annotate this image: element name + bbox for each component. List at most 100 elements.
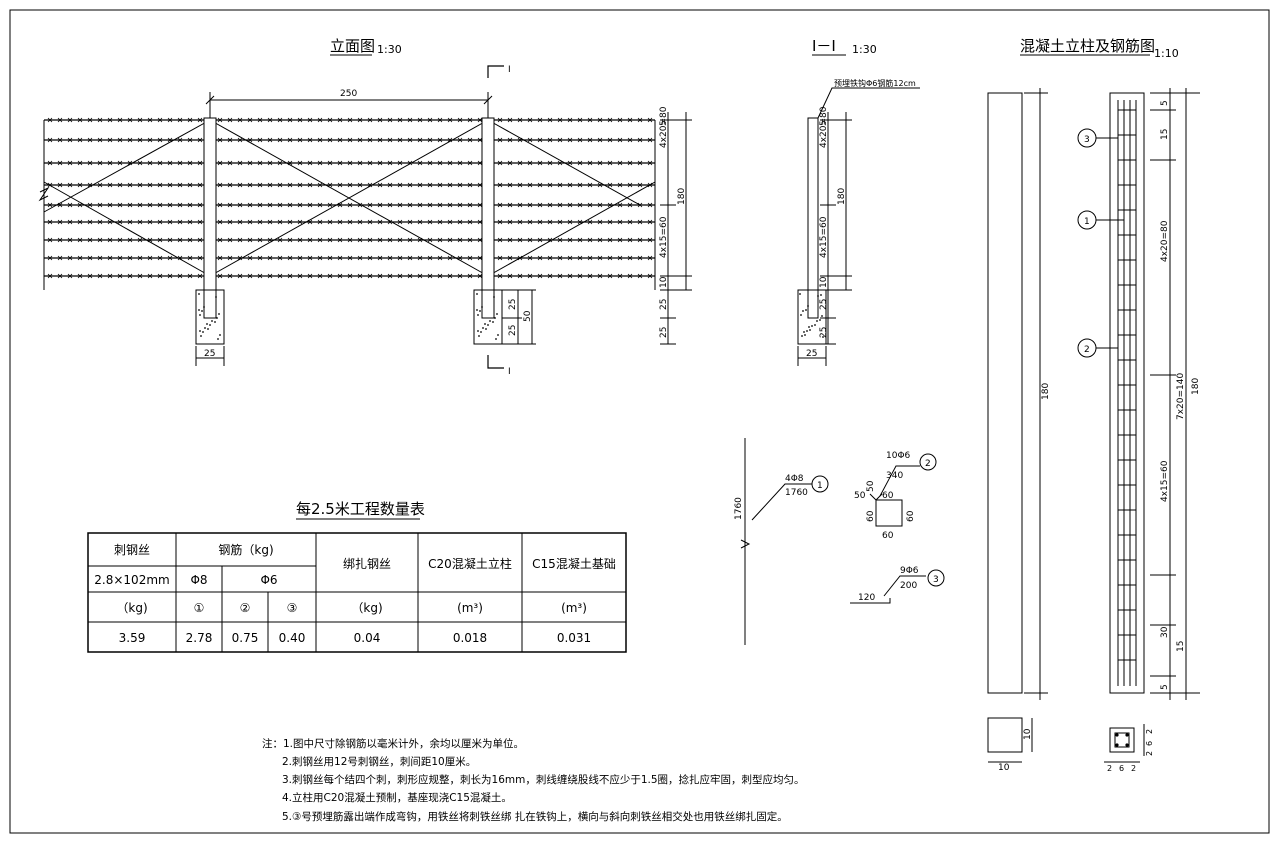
section-post xyxy=(807,117,819,291)
base-width-label: 25 xyxy=(204,349,215,359)
note-4: 4.立柱用C20混凝土预制，基座现浇C15混凝土。 xyxy=(282,791,512,804)
base-dim-a: 25 xyxy=(508,299,518,310)
callout-2: 2 xyxy=(1084,345,1090,355)
bar2-shape xyxy=(875,499,903,527)
tu-c3: ③ xyxy=(287,601,298,615)
table-title: 每2.5米工程数量表 xyxy=(296,500,425,518)
post-dim-bottom-gap: 5 xyxy=(1160,684,1170,690)
elevation-title: 立面图 xyxy=(330,37,375,55)
bar2-total: 340 xyxy=(886,471,903,481)
elev-dim-embed: 25 xyxy=(659,299,669,310)
bar2-hook: 50 xyxy=(866,480,876,492)
tu-kg: （kg) xyxy=(116,601,147,615)
bar1-spec: 4Φ8 xyxy=(785,474,804,484)
rebar-callouts: 3 1 2 xyxy=(1077,128,1124,358)
post-vertical-dims xyxy=(1150,88,1200,700)
bar1-length: 1760 xyxy=(734,497,744,520)
post-dim-80: 4x20=80 xyxy=(1160,220,1170,262)
post-right xyxy=(481,117,495,291)
section-scale: 1:30 xyxy=(852,43,877,56)
section-view: I－I 1:30 预埋铁钩Φ6钢筋12cm 5 4x20=80 4x15=60 … xyxy=(797,37,920,366)
post-title: 混凝土立柱及钢筋图 xyxy=(1020,37,1155,55)
note-1: 注：1.图中尺寸除钢筋以毫米计外，余均以厘米为单位。 xyxy=(262,737,524,750)
bar1-callout-circle xyxy=(811,475,829,493)
note-3: 3.刺钢丝每个结四个刺，刺形应规整，刺长为16mm，刺线缠绕股线不应少于1.5圈… xyxy=(282,773,805,786)
callout-3: 3 xyxy=(1084,135,1090,145)
notes: 注：1.图中尺寸除钢筋以毫米计外，余均以厘米为单位。 2.刺钢丝用12号刺钢丝，… xyxy=(262,737,805,823)
tu-m3b: (m³) xyxy=(561,601,587,615)
post-dim-15b: 15 xyxy=(1176,641,1186,652)
post-dim-total: 180 xyxy=(1191,378,1201,395)
span-label: 250 xyxy=(340,89,357,99)
post-dim-15: 15 xyxy=(1160,129,1170,140)
sect-dim-bottom-gap: 10 xyxy=(819,276,829,288)
rebar-dim-d: 2 xyxy=(1145,729,1154,734)
note-5: 5.③号预埋筋露出端作成弯钩，用铁丝将刺铁丝绑 扎在铁钩上，横向与斜向刺铁丝相交… xyxy=(282,810,788,823)
tu-kg2: （kg) xyxy=(351,601,382,615)
sect-dim-top-gap: 5 xyxy=(819,120,829,126)
sect-dim-embed: 25 xyxy=(819,299,829,310)
elev-dim-top-gap: 5 xyxy=(659,120,669,126)
span-dimension: 250 xyxy=(205,89,493,118)
rebar-cage-outline xyxy=(1109,92,1145,694)
bar2-callout-circle xyxy=(919,453,937,471)
rebar-dim-c: 2 xyxy=(1131,764,1136,773)
tv-c20: 0.018 xyxy=(453,631,487,645)
elev-dim-foundation: 25 xyxy=(659,327,669,338)
th-phi8: Φ8 xyxy=(190,573,207,587)
bar3-total: 200 xyxy=(900,581,917,591)
bar-details: 1760 4Φ8 1760 1 10Φ6 340 2 50 50 60 60 6… xyxy=(734,438,945,645)
elev-dim-bottom-spacing: 4x15=60 xyxy=(659,216,669,258)
th-binding: 绑扎钢丝 xyxy=(343,557,391,571)
elev-dim-bottom-gap: 10 xyxy=(659,276,669,288)
sect-base-width: 25 xyxy=(806,349,817,359)
section-mark-top xyxy=(487,65,504,78)
bar2-spec: 10Φ6 xyxy=(886,451,911,461)
post-height: 180 xyxy=(1041,383,1051,400)
tv-wire: 3.59 xyxy=(119,631,146,645)
bar2-side-b: 60 xyxy=(866,510,876,522)
post-dim-60: 4x15=60 xyxy=(1160,460,1170,502)
base-width-dim xyxy=(195,346,225,366)
section-mark-bottom-label: I xyxy=(508,367,511,377)
post-dim-30: 30 xyxy=(1160,626,1170,638)
bar3-spec: 9Φ6 xyxy=(900,566,919,576)
sect-dim-top-spacing: 4x20=80 xyxy=(819,106,829,148)
section-mark-top-label: I xyxy=(508,65,511,75)
concrete-hatch xyxy=(198,293,499,340)
bar3-length: 120 xyxy=(858,593,875,603)
base-dim-total: 50 xyxy=(523,310,533,322)
th-phi6: Φ6 xyxy=(260,573,277,587)
post-outline xyxy=(987,92,1023,694)
tv-c15: 0.031 xyxy=(557,631,591,645)
elevation-vertical-dims xyxy=(660,112,692,345)
th-c15: C15混凝土基础 xyxy=(532,556,616,571)
quantity-table: 每2.5米工程数量表 刺钢丝 2.8×102mm 钢筋（kg) Φ8 Φ6 绑扎… xyxy=(87,500,627,653)
rebar-dim-b: 6 xyxy=(1119,764,1124,773)
section-title: I－I xyxy=(812,37,836,55)
sect-dim-foundation: 25 xyxy=(819,327,829,338)
tv-r1: 2.78 xyxy=(186,631,213,645)
note-2: 2.刺钢丝用12号刺钢丝，刺间距10厘米。 xyxy=(282,755,476,768)
rebar-dim-a: 2 xyxy=(1107,764,1112,773)
base-dims xyxy=(502,289,536,345)
base-dim-b: 25 xyxy=(508,325,518,336)
bar1-total: 1760 xyxy=(785,488,808,498)
elevation-scale: 1:30 xyxy=(377,43,402,56)
post-cross-section xyxy=(987,717,1023,753)
section-vertical-dims xyxy=(820,112,852,345)
tv-bind: 0.04 xyxy=(354,631,381,645)
th-wire: 刺钢丝 xyxy=(114,543,150,557)
rebar-dim-f: 2 xyxy=(1145,751,1154,756)
sect-dim-bottom-spacing: 4x15=60 xyxy=(819,216,829,258)
fence-ends xyxy=(43,120,656,290)
diagonal-wires xyxy=(43,119,656,277)
tv-r2: 0.75 xyxy=(232,631,259,645)
post-rebar-view: 混凝土立柱及钢筋图 1:10 180 5 15 4x20=80 xyxy=(987,37,1201,773)
th-c20: C20混凝土立柱 xyxy=(428,556,512,571)
th-wire-spec: 2.8×102mm xyxy=(94,573,169,587)
section-callout: 预埋铁钩Φ6钢筋12cm xyxy=(834,78,916,88)
callout-1: 1 xyxy=(1084,217,1090,227)
elevation-view: 立面图 1:30 xyxy=(38,37,692,377)
